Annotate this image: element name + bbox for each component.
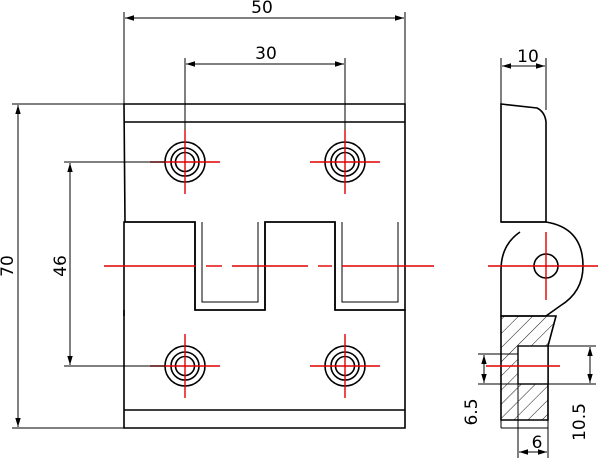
side-view: 10 6.5 10.5 6 [462, 47, 598, 458]
side-counterbore [517, 345, 549, 385]
front-centerlines [104, 130, 434, 398]
dim-thickness: 10 [500, 47, 547, 110]
dim-label-30: 30 [255, 44, 277, 64]
front-view: 50 30 70 46 [0, 0, 434, 429]
dim-overall-height: 70 [0, 103, 124, 429]
dim-pin-width: 6 [517, 384, 549, 458]
dim-pin-offset: 6.5 [462, 353, 518, 426]
dim-label-46: 46 [51, 255, 71, 277]
dim-overall-width: 50 [123, 0, 406, 104]
side-upper-leaf [500, 103, 547, 223]
dim-label-70: 70 [0, 255, 18, 277]
dim-hole-spacing-x: 30 [184, 44, 346, 130]
dim-label-50: 50 [251, 0, 273, 18]
dim-label-10: 10 [517, 47, 539, 67]
dim-label-6: 6 [532, 433, 543, 453]
side-knuckle [500, 221, 584, 317]
dim-pin-height: 10.5 [548, 345, 596, 441]
dim-label-10-5: 10.5 [570, 403, 590, 441]
lower-leaf-outline [123, 221, 406, 429]
dim-label-6-5: 6.5 [462, 398, 482, 425]
dim-hole-spacing-y: 46 [51, 161, 165, 367]
